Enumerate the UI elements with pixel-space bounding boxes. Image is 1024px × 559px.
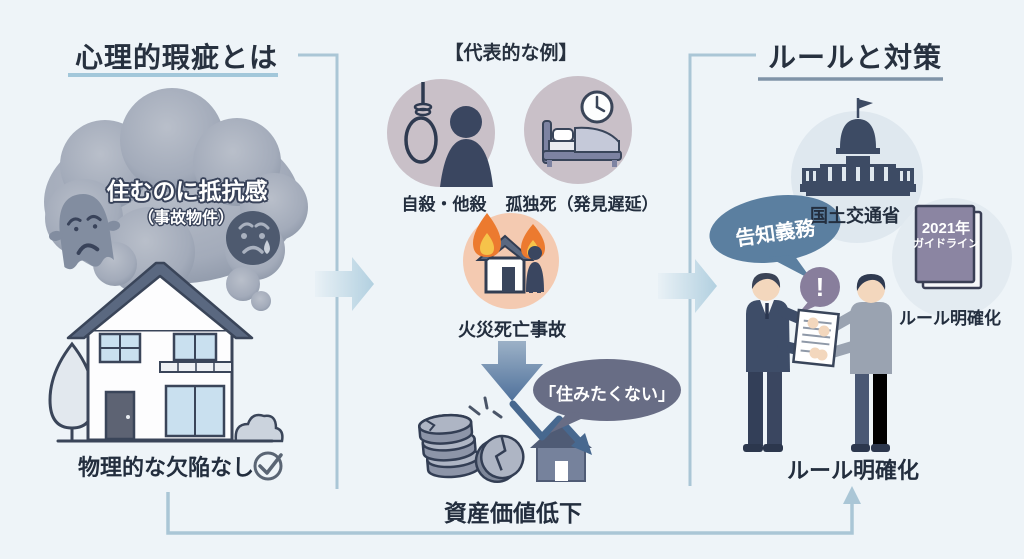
declining-house-arrow-icon — [509, 400, 592, 482]
no-physical-defect-label: 物理的な欠陥なし — [78, 455, 255, 480]
burning-house-icon — [463, 213, 559, 309]
two-story-house-icon — [48, 261, 284, 443]
crying-face-icon — [226, 211, 280, 265]
noose-silhouette-icon — [387, 79, 495, 187]
disclosure-bubble — [709, 195, 841, 280]
example-label-suicide: 自殺・他殺 — [401, 195, 487, 214]
flow-arrow-right-icon — [658, 259, 717, 313]
example-label-fire: 火災死亡事故 — [458, 320, 566, 340]
broken-coin-icon — [474, 434, 525, 483]
check-circle-icon — [253, 451, 283, 481]
flow-arrow-left-icon — [315, 257, 374, 311]
middle-section-title: 【代表的な例】 — [444, 43, 578, 64]
sad-ghost-icon — [49, 194, 121, 270]
connector-right-bracket — [688, 53, 756, 486]
guideline-book-title: ガイドライン — [913, 238, 979, 250]
agent-buyer-handover-icon — [743, 273, 892, 452]
example-label-lonely-death: 孤独死（発見遅延） — [505, 195, 659, 214]
dont-want-to-live-bubble-text: 「住みたくない」 — [539, 385, 675, 404]
connector-bottom-loop — [166, 486, 861, 535]
exclamation-text: ! — [815, 272, 825, 302]
broken-coins-icon — [418, 413, 482, 479]
asset-value-decline-label: 資産価値低下 — [444, 500, 582, 526]
bed-clock-icon — [524, 76, 632, 184]
guideline-book-year: 2021年 — [921, 220, 971, 237]
connector-left-bracket — [298, 53, 339, 489]
rule-clarification-side-label: ルール明確化 — [899, 309, 1001, 328]
rule-clarification-bottom-label: ルール明確化 — [786, 458, 920, 483]
guideline-book-icon — [892, 198, 1012, 318]
speech-bubble-dont-want-to-live — [533, 359, 681, 433]
left-section-title: 心理的瑕疵とは — [75, 42, 279, 73]
cloud-text-line2: （事故物件） — [137, 210, 235, 227]
impact-sparks-icon — [468, 396, 503, 419]
cloud-text-line1: 住むのに抵抗感 — [106, 178, 268, 204]
ministry-label: 国土交通省 — [810, 206, 900, 226]
right-section-title: ルールと対策 — [768, 42, 943, 73]
down-arrow-icon — [481, 341, 543, 401]
